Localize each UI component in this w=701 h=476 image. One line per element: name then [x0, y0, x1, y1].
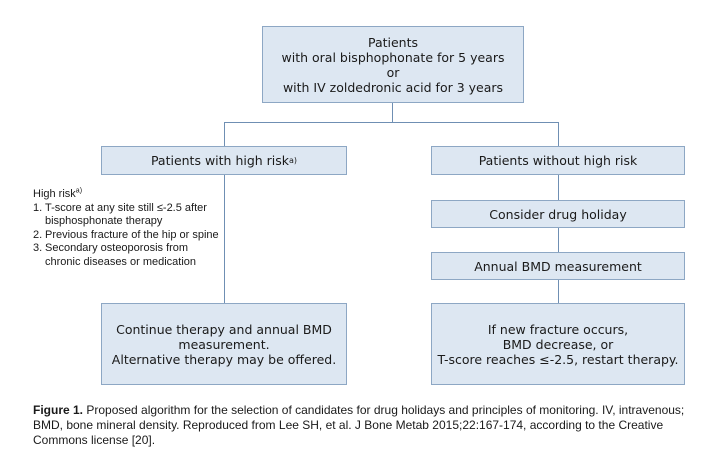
top-line-1: Patients [367, 34, 419, 50]
box-continue-therapy: Continue therapy and annual BMD measurem… [101, 303, 347, 385]
note-title: High riska) [33, 187, 219, 202]
box-patients-criteria: Patients with oral bisphophonate for 5 y… [262, 26, 524, 103]
continue-line-1: Continue therapy and annual BMD [116, 321, 332, 337]
connector-right-2 [558, 228, 559, 252]
restart-line-2: BMD decrease, or [502, 336, 614, 352]
no-high-risk-label: Patients without high risk [478, 153, 638, 168]
connector-left-down [224, 175, 225, 303]
top-line-2: with oral bisphophonate for 5 years [281, 49, 505, 65]
box-no-high-risk: Patients without high risk [431, 146, 685, 175]
note-item-line: chronic diseases or medication [45, 255, 197, 268]
note-item-line: bisphosphonate therapy [45, 215, 163, 227]
continue-line-2: measurement. [178, 336, 270, 352]
annual-bmd-label: Annual BMD measurement [474, 258, 642, 274]
note-item-number: 3. [33, 242, 43, 254]
note-item: 1. T-score at any site still ≤-2.5 after… [33, 202, 219, 229]
high-risk-label: Patients with high risk [150, 153, 290, 168]
connector-right-1 [558, 175, 559, 200]
note-item-line: Secondary osteoporosis from [45, 242, 189, 254]
box-drug-holiday: Consider drug holiday [431, 200, 685, 228]
connector-top-stem [392, 103, 393, 122]
connector-right-branch [558, 122, 559, 146]
note-title-mark: a) [75, 187, 83, 195]
note-item-number: 2. [33, 228, 43, 241]
high-risk-note: High riska) 1. T-score at any site still… [33, 187, 219, 269]
note-item-number: 1. [33, 201, 43, 214]
top-line-3: or [386, 64, 400, 80]
note-title-text: High risk [33, 188, 76, 200]
caption-text: Proposed algorithm for the selection of … [33, 403, 685, 447]
continue-line-3: Alternative therapy may be offered. [111, 351, 337, 367]
note-item-line: Previous fracture of the hip or spine [45, 228, 219, 241]
box-annual-bmd: Annual BMD measurement [431, 252, 685, 280]
note-item: 2. Previous fracture of the hip or spine [33, 229, 219, 243]
restart-line-3: T-score reaches ≤-2.5, restart therapy. [437, 351, 679, 367]
note-item-line: T-score at any site still ≤-2.5 after [45, 201, 207, 214]
figure-caption: Figure 1. Proposed algorithm for the sel… [33, 403, 693, 448]
drug-holiday-label: Consider drug holiday [489, 206, 627, 222]
connector-left-branch [224, 122, 225, 146]
connector-horizontal-split [224, 122, 559, 123]
top-line-4: with IV zoldedronic acid for 3 years [282, 79, 504, 95]
box-restart-therapy: If new fracture occurs, BMD decrease, or… [431, 303, 685, 385]
caption-label: Figure 1. [33, 403, 84, 417]
restart-line-1: If new fracture occurs, [487, 321, 629, 337]
connector-right-3 [558, 280, 559, 303]
